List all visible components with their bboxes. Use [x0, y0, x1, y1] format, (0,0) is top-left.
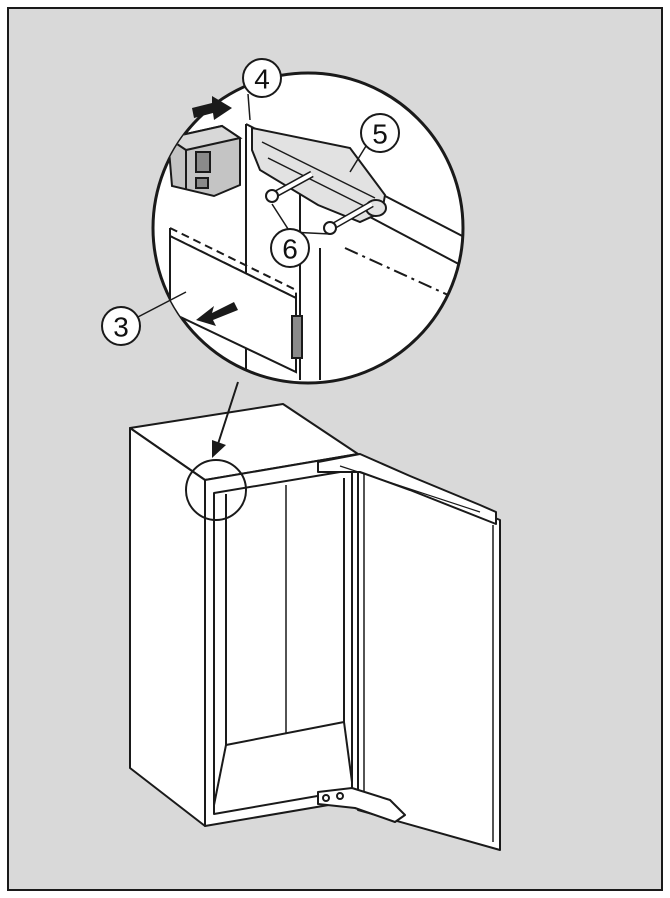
cover-cap-slot-2: [195, 177, 209, 189]
hinge-rail: [251, 126, 387, 224]
callout-6-label: 6: [282, 234, 298, 265]
detail-circle-bg: [151, 71, 465, 385]
cabinet: [129, 403, 501, 851]
detail-marker-circle: [185, 459, 247, 521]
callout-3-label: 3: [113, 312, 129, 343]
arrow-right-icon: [192, 96, 232, 120]
cabinet-door: [357, 461, 501, 851]
hinge-rail-line-2: [267, 157, 369, 209]
hinge-rail-line-1: [261, 141, 376, 199]
callout-3-leader: [135, 291, 187, 319]
callout-4-label: 4: [254, 64, 270, 95]
bottom-hinge-screw: [322, 794, 330, 802]
callout-6-circle: [270, 228, 310, 268]
callout-5-label: 5: [372, 119, 388, 150]
top-hinge: [317, 453, 497, 525]
screw-lower: [323, 200, 374, 235]
screw-upper: [265, 170, 314, 203]
callout-5-circle: [360, 113, 400, 153]
interior-back: [225, 478, 345, 746]
arrow-down-left-icon: [196, 302, 238, 326]
callout-4-circle: [242, 58, 282, 98]
interior-floor-left: [213, 744, 227, 806]
bottom-hinge-screw-2: [336, 792, 344, 800]
callout-5-leader: [349, 145, 367, 173]
top-hinge-detail: [339, 465, 481, 513]
detail-pointer-arrow: [212, 440, 226, 458]
cover-cap-top: [165, 124, 243, 152]
detail-pointer-line: [217, 381, 239, 445]
cabinet-left-side: [129, 427, 206, 827]
interior-floor-right: [343, 721, 353, 783]
cover-panel-clip: [291, 315, 303, 359]
cover-cap-slot: [195, 151, 211, 173]
callout-3-circle: [101, 306, 141, 346]
callout-4-leader: [247, 93, 251, 121]
cabinet-opening: [213, 469, 353, 815]
